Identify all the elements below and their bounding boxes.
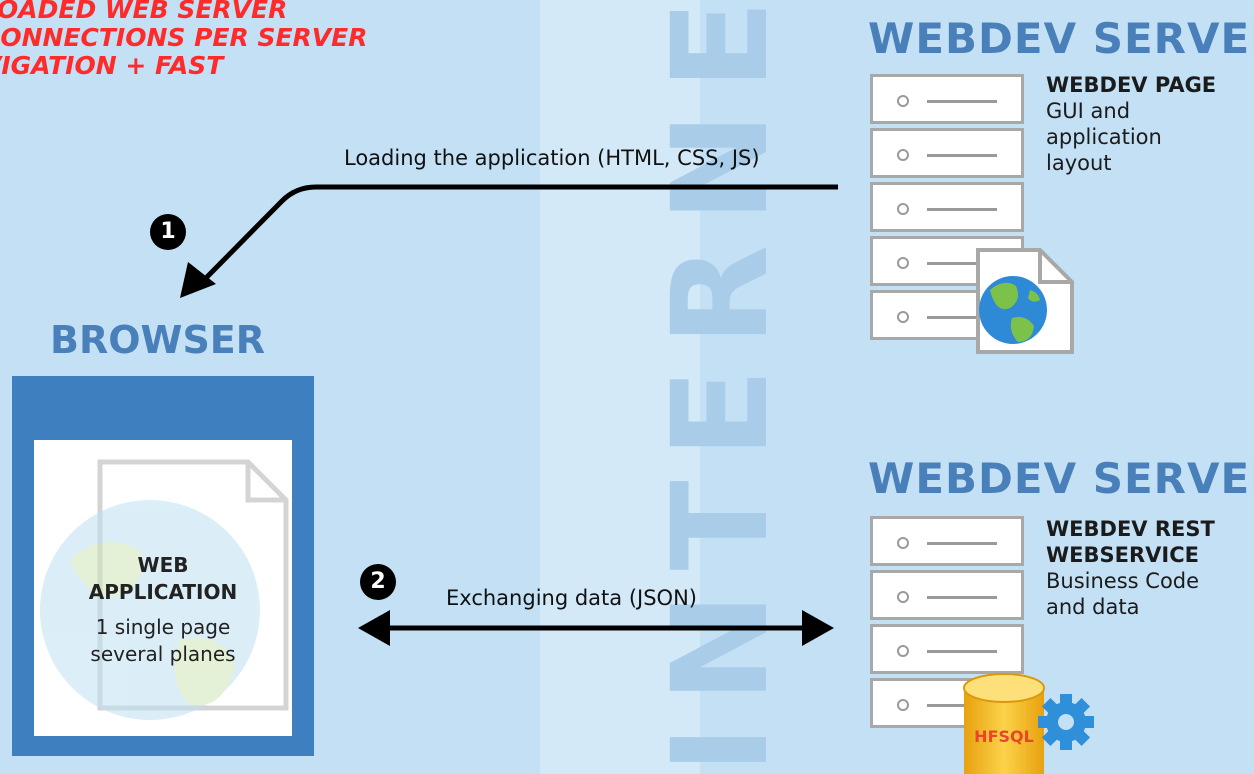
internet-band xyxy=(540,0,700,774)
server-unit xyxy=(870,74,1024,124)
loading-label: Loading the application (HTML, CSS, JS) xyxy=(344,146,760,170)
step-1-badge: 1 xyxy=(150,214,186,250)
exchange-arrow-icon xyxy=(358,610,834,646)
web-application-desc-line: 1 single page xyxy=(95,615,231,639)
server-bottom-heading-line: WEBSERVICE xyxy=(1046,543,1199,567)
server-unit xyxy=(870,624,1024,674)
web-application-label: WEB APPLICATION 1 single page several pl… xyxy=(34,552,292,668)
server-bottom-desc-line: and data xyxy=(1046,595,1140,619)
server-top-description: WEBDEV PAGE GUI and application layout xyxy=(1046,72,1216,176)
server-unit xyxy=(870,182,1024,232)
headline-line-3: VIGATION + FAST xyxy=(0,51,224,80)
server-top-desc-line: layout xyxy=(1046,151,1112,175)
web-application-heading-line: WEB xyxy=(137,553,189,577)
globe-document-icon xyxy=(976,248,1074,354)
globe-icon xyxy=(40,500,260,720)
web-application-desc-line: several planes xyxy=(90,642,236,666)
server-unit xyxy=(870,516,1024,566)
server-bottom-heading-line: WEBDEV REST xyxy=(1046,517,1215,541)
loading-arrow-icon xyxy=(180,184,838,298)
server-bottom-title: WEBDEV SERVER xyxy=(868,454,1254,503)
web-application-heading-line: APPLICATION xyxy=(88,580,238,604)
gear-icon xyxy=(1038,694,1094,750)
server-rack-icon xyxy=(870,74,1024,344)
headline-line-1: LOADED WEB SERVER xyxy=(0,0,288,24)
server-bottom-desc-line: Business Code xyxy=(1046,569,1200,593)
database-label: HFSQL xyxy=(974,727,1034,746)
server-bottom-description: WEBDEV REST WEBSERVICE Business Code and… xyxy=(1046,516,1215,620)
step-2-badge: 2 xyxy=(360,564,396,600)
headline: LOADED WEB SERVER CONNECTIONS PER SERVER… xyxy=(0,0,367,80)
server-unit xyxy=(870,128,1024,178)
server-top-heading: WEBDEV PAGE xyxy=(1046,73,1217,97)
server-top-desc-line: application xyxy=(1046,125,1162,149)
server-top-desc-line: GUI and xyxy=(1046,99,1131,123)
headline-line-2: CONNECTIONS PER SERVER xyxy=(0,23,368,52)
database-icon: HFSQL xyxy=(963,673,1045,774)
exchange-label: Exchanging data (JSON) xyxy=(446,586,697,610)
server-unit xyxy=(870,570,1024,620)
server-top-title: WEBDEV SERVER xyxy=(868,14,1254,63)
browser-title: BROWSER xyxy=(50,318,266,362)
